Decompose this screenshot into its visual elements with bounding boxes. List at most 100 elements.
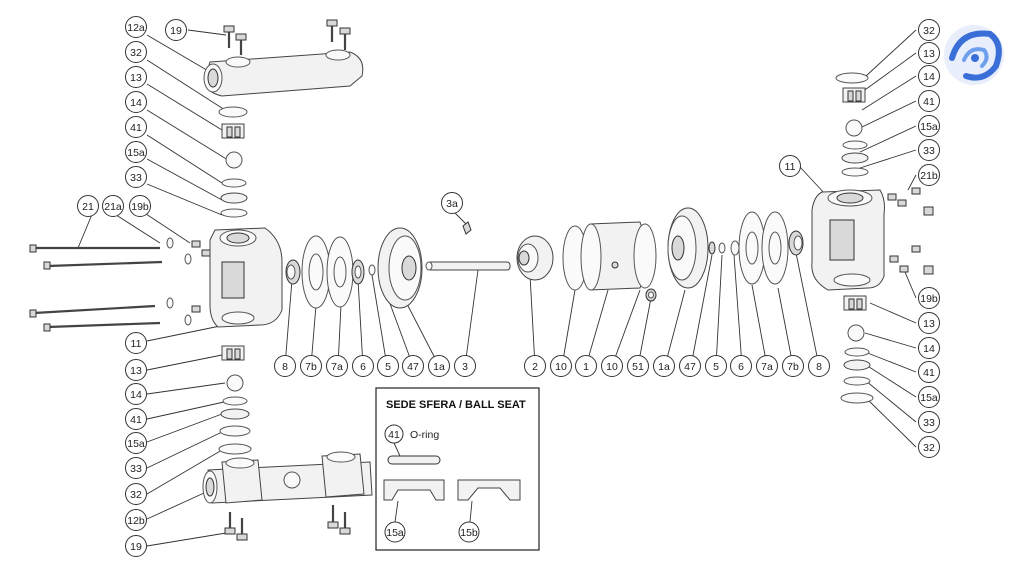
callout-number: 1a (658, 361, 670, 373)
seat-15a-profile (383, 479, 445, 501)
oring-32 (218, 106, 248, 118)
callout-number: 15a (920, 121, 938, 133)
callout-number: 33 (923, 145, 935, 157)
callout-circle (125, 41, 147, 63)
callout-circle (125, 408, 147, 430)
callout-circle (808, 355, 830, 377)
callout-tr-14: 14 (918, 65, 940, 87)
callout-circle (441, 192, 463, 214)
callout-c-47: 47 (402, 355, 424, 377)
callout-circle (125, 66, 147, 88)
ball-14 (225, 151, 243, 169)
callout-circle (756, 355, 778, 377)
seat-15a-b (220, 408, 250, 420)
callout-number: 19b (131, 201, 149, 213)
callout-number: 8 (282, 361, 288, 373)
top-left-parts (29, 19, 364, 332)
callout-number: 7a (761, 361, 773, 373)
callout-br-33: 33 (918, 411, 940, 433)
callout-circle (125, 91, 147, 113)
manifold-12b (202, 451, 373, 504)
callout-number: 10 (606, 361, 618, 373)
callout-c-7ab: 7a (756, 355, 778, 377)
seat-15a-right (841, 152, 869, 164)
callout-number: 51 (632, 361, 644, 373)
callout-tl-21a: 21a (102, 195, 124, 217)
callout-circle (125, 141, 147, 163)
callout-br-14: 14 (918, 337, 940, 359)
callout-number: 3 (462, 361, 468, 373)
callout-number: 33 (923, 417, 935, 429)
callout-tr-41: 41 (918, 90, 940, 112)
callout-circle (653, 355, 675, 377)
callout-circle (779, 155, 801, 177)
legend-oring-callout: 41 (388, 429, 400, 441)
callout-tr-11: 11 (779, 155, 801, 177)
callout-c-3a: 3a (441, 192, 463, 214)
callout-circle (918, 139, 940, 161)
callout-c-6b: 6 (730, 355, 752, 377)
callout-circle (125, 432, 147, 454)
callout-circle (125, 509, 147, 531)
callout-tr-15a: 15a (918, 115, 940, 137)
callout-circle (402, 355, 424, 377)
legend-title: SEDE SFERA / BALL SEAT (386, 399, 526, 411)
seat-15a (220, 192, 248, 204)
washer-47-right (708, 241, 716, 255)
callout-number: 15a (920, 392, 938, 404)
callout-circle (125, 535, 147, 557)
callout-circle (730, 355, 752, 377)
swirl-logo-icon (944, 25, 1004, 85)
callout-circle (377, 355, 399, 377)
callout-number: 32 (130, 489, 142, 501)
callout-circle (918, 436, 940, 458)
oring-41-right-b (844, 347, 870, 357)
callout-circle (129, 195, 151, 217)
callout-circle (575, 355, 597, 377)
callout-circle (918, 164, 940, 186)
callout-number: 6 (360, 361, 366, 373)
shaft-3 (425, 261, 511, 271)
cage-13-right (842, 87, 866, 103)
oring-cross-section (387, 455, 441, 465)
callout-number: 33 (130, 463, 142, 475)
legend-seat-a: 15a (386, 527, 404, 539)
callout-circle (627, 355, 649, 377)
callout-number: 13 (923, 318, 935, 330)
callout-tl-32: 32 (125, 41, 147, 63)
center-left-stack (285, 221, 511, 309)
oring-41 (221, 178, 247, 188)
callout-number: 3a (446, 198, 458, 210)
callout-number: 7b (787, 361, 799, 373)
callout-c-1: 1 (575, 355, 597, 377)
callout-tl-11: 11 (125, 332, 147, 354)
callout-circle (125, 16, 147, 38)
ball-seat-legend: SEDE SFERA / BALL SEAT 41 O-ring 15a 15b (375, 387, 540, 551)
callout-circle (165, 19, 187, 41)
callout-number: 8 (816, 361, 822, 373)
callout-br-19b: 19b (918, 287, 940, 309)
callout-number: 6 (738, 361, 744, 373)
callout-number: 41 (923, 367, 935, 379)
seat-15a-right-b (843, 359, 871, 371)
callout-bl-32: 32 (125, 483, 147, 505)
callout-number: 33 (130, 172, 142, 184)
callout-circle (601, 355, 623, 377)
valve-51 (645, 288, 657, 302)
callout-circle (125, 383, 147, 405)
callout-number: 11 (131, 338, 142, 350)
callout-c-7bb: 7b (782, 355, 804, 377)
callout-c-2: 2 (524, 355, 546, 377)
callout-tl-15a: 15a (125, 141, 147, 163)
callout-number: 19 (130, 541, 142, 553)
callout-tl-21: 21 (77, 195, 99, 217)
callout-number: 15a (127, 147, 145, 159)
callout-tr-33: 33 (918, 139, 940, 161)
manifold-12a (203, 49, 364, 97)
callout-tr-32: 32 (918, 19, 940, 41)
callout-number: 7a (331, 361, 343, 373)
oring-32-right (835, 72, 869, 84)
callout-circle (550, 355, 572, 377)
callout-number: 12a (127, 22, 145, 34)
